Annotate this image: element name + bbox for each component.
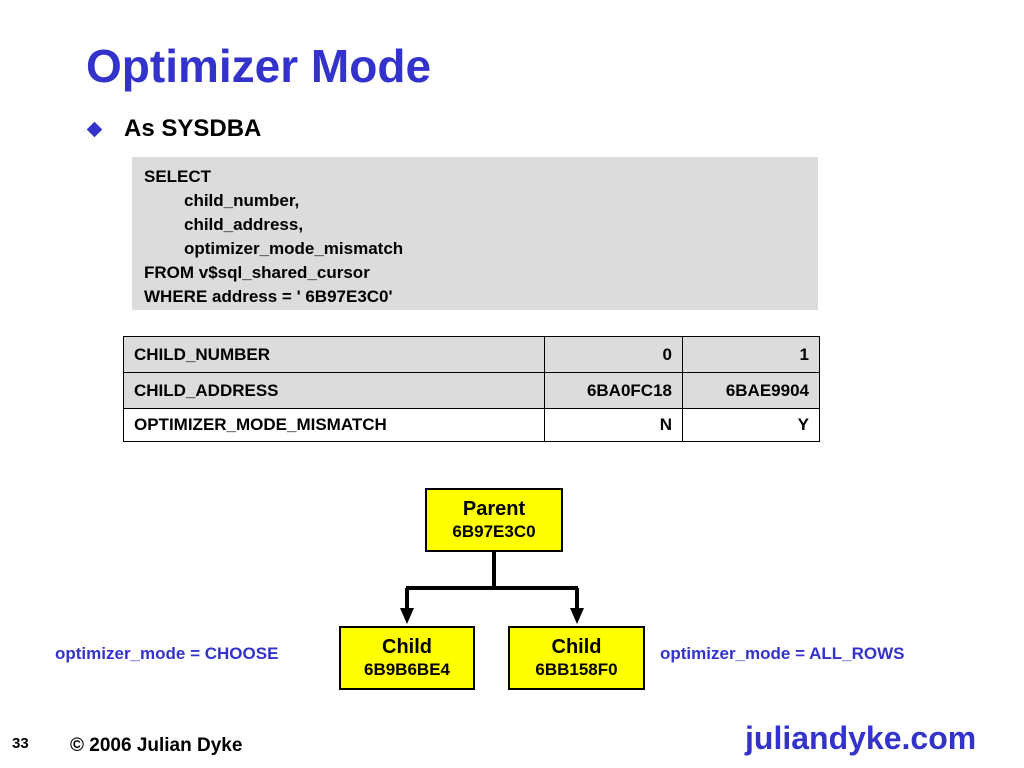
slide-title: Optimizer Mode (86, 40, 432, 92)
sql-line: FROM v$sql_shared_cursor (144, 263, 370, 282)
left-arrowhead-icon (400, 608, 414, 624)
table-row: CHILD_ADDRESS 6BA0FC18 6BAE9904 (123, 372, 820, 409)
bullet-text: As SYSDBA (124, 115, 262, 142)
parent-node-name: Parent (462, 498, 526, 520)
table-cell-value: 0 (544, 336, 683, 373)
child-node-address: 6B9B6BE4 (364, 660, 450, 679)
optimizer-mode-label-left: optimizer_mode = CHOOSE (55, 644, 279, 663)
page-number: 33 (12, 735, 29, 752)
right-arrowhead-icon (570, 608, 584, 624)
sql-line: SELECT (144, 167, 212, 186)
parent-node-address: 6B97E3C0 (452, 522, 536, 541)
table-cell-value: Y (682, 408, 820, 442)
result-table: CHILD_NUMBER 0 1 CHILD_ADDRESS 6BA0FC18 … (123, 336, 820, 442)
table-cell-label: CHILD_ADDRESS (123, 372, 545, 409)
sql-line: WHERE address = ' 6B97E3C0' (144, 287, 393, 306)
copyright-text: © 2006 Julian Dyke (70, 735, 243, 756)
table-cell-label: OPTIMIZER_MODE_MISMATCH (123, 408, 545, 442)
table-cell-value: 1 (682, 336, 820, 373)
parent-node: Parent 6B97E3C0 (425, 488, 563, 552)
child-node-left: Child 6B9B6BE4 (339, 626, 475, 690)
table-cell-value: 6BAE9904 (682, 372, 820, 409)
sql-code-block: SELECT child_number, child_address, opti… (132, 157, 818, 310)
website-link[interactable]: juliandyke.com (745, 720, 977, 756)
optimizer-mode-label-right: optimizer_mode = ALL_ROWS (660, 644, 905, 663)
child-node-right: Child 6BB158F0 (508, 626, 645, 690)
table-row: OPTIMIZER_MODE_MISMATCH N Y (123, 408, 820, 442)
table-cell-value: 6BA0FC18 (544, 372, 683, 409)
child-node-name: Child (551, 636, 602, 658)
sql-line: child_address, (184, 215, 304, 234)
sql-line: child_number, (184, 191, 300, 210)
table-cell-value: N (544, 408, 683, 442)
sql-line: optimizer_mode_mismatch (184, 239, 404, 258)
child-node-address: 6BB158F0 (535, 660, 618, 679)
child-node-name: Child (382, 636, 432, 658)
